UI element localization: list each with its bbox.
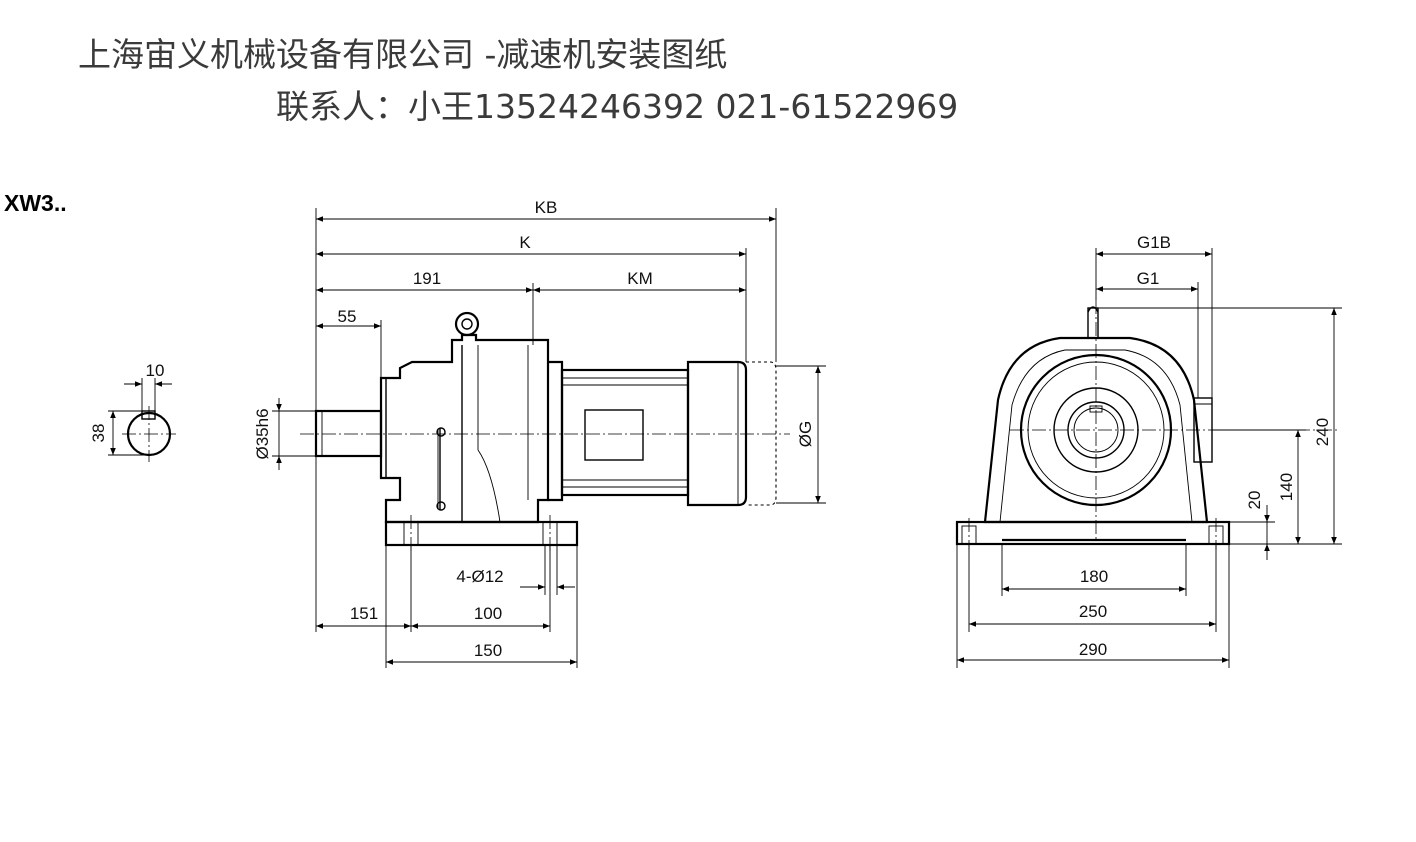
key-width-label: 10 [146,361,165,380]
dim-290: 290 [1079,640,1107,659]
model-label: XW3.. [4,190,67,216]
dim-55: 55 [338,307,357,326]
lifting-eye-bolt [454,311,480,337]
dim-kb: KB [535,198,558,217]
dim-191: 191 [413,269,441,288]
dim-250: 250 [1079,602,1107,621]
optional-brake-outline [746,361,777,506]
motor-body [560,368,690,497]
output-shaft [314,409,383,458]
front-housing [983,336,1209,524]
dim-mounting-holes: 4-Ø12 [456,567,503,586]
dim-140: 140 [1277,473,1296,501]
breather-plug [1087,307,1099,339]
motor-fan-cover [686,360,748,507]
shaft-key-view: 10 38 [89,361,176,462]
dim-shaft-diameter: Ø35h6 [253,408,272,459]
dim-k: K [519,233,531,252]
dim-150: 150 [474,641,502,660]
dim-motor-diameter: ØG [796,421,815,447]
side-view: KB K 191 KM 55 Ø35h6 ØG [253,198,826,668]
company-title: 上海宙义机械设备有限公司 -减速机安装图纸 [78,35,728,74]
dim-km: KM [627,269,653,288]
mounting-foot [384,520,579,547]
terminal-box [584,409,644,461]
dim-g1b: G1B [1137,233,1171,252]
keyway [141,410,156,420]
dim-151: 151 [350,604,378,623]
gearbox-housing [379,333,550,524]
dim-20: 20 [1245,491,1264,510]
key-height-label: 38 [89,424,108,443]
front-view: G1B G1 240 140 20 180 250 290 [955,233,1342,668]
dim-180: 180 [1080,567,1108,586]
dim-240: 240 [1313,418,1332,446]
contact-line: 联系人：小王13524246392 021-61522969 [276,87,959,126]
dim-100: 100 [474,604,502,623]
dim-g1: G1 [1137,269,1160,288]
